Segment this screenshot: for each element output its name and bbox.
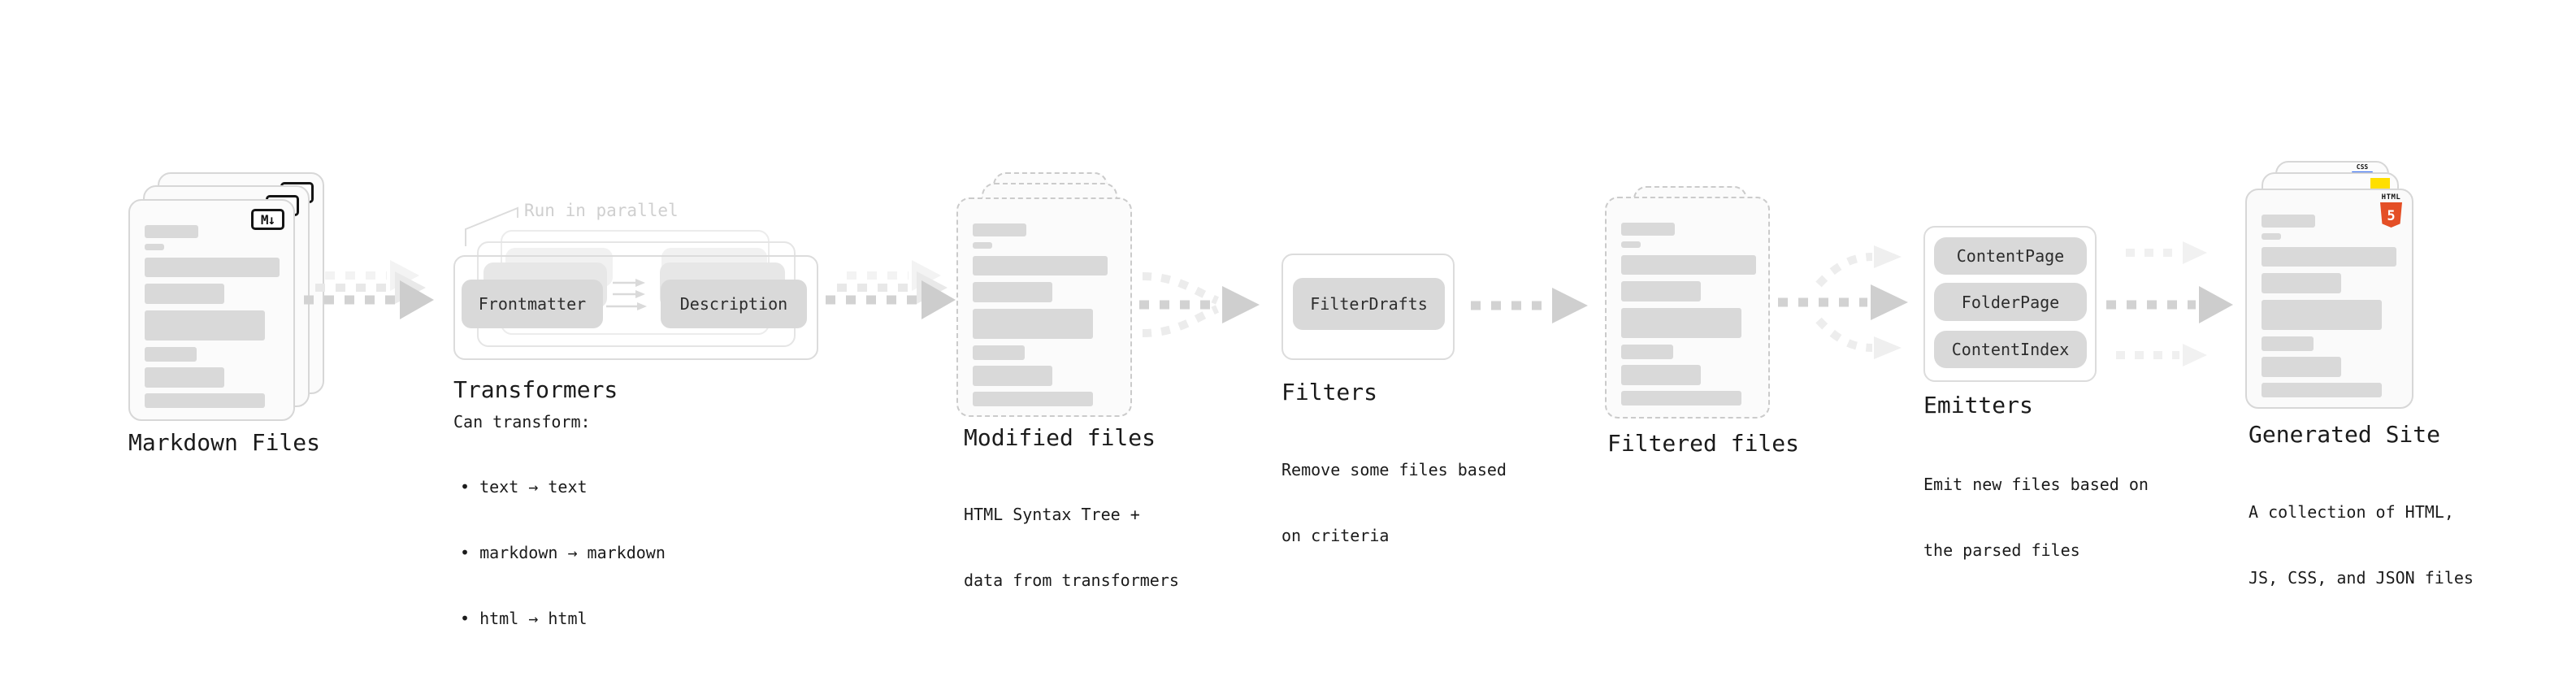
- caption-line: JS, CSS, and JSON files: [2249, 568, 2474, 588]
- flow-arrow-transformers-to-modified: [826, 260, 956, 319]
- text-line-bar: [1621, 223, 1675, 236]
- text-line-bar: [2262, 247, 2396, 267]
- text-line-bar: [2262, 273, 2341, 293]
- text-line-bar: [2262, 215, 2315, 228]
- text-line-bar: [973, 309, 1093, 339]
- text-line-bar: [145, 367, 224, 388]
- text-line-bar: [145, 284, 224, 304]
- text-line-bar: [1621, 255, 1756, 275]
- text-line-bar: [973, 282, 1052, 302]
- modified-files-caption: HTML Syntax Tree + data from transformer…: [964, 460, 1179, 635]
- html5-icon-number: 5: [2387, 207, 2396, 224]
- annotation-leader-line: [465, 206, 518, 246]
- text-line-bar: [973, 223, 1026, 236]
- text-line-bar: [145, 225, 198, 238]
- doc-content-bars: [1607, 223, 1768, 406]
- flow-arrow-emitters-to-generated: [2106, 241, 2233, 367]
- flow-arrow-filtered-to-emitters: [1778, 245, 1908, 359]
- markdown-icon: M↓: [251, 209, 284, 230]
- css-icon-label: CSS: [2356, 163, 2369, 171]
- modified-file-card-front: [956, 197, 1132, 417]
- filter-chip-filterdrafts: FilterDrafts: [1293, 278, 1445, 330]
- text-line-bar: [145, 258, 280, 277]
- emitter-chip-folderpage: FolderPage: [1934, 283, 2087, 321]
- flow-arrow-filters-to-filtered: [1471, 288, 1588, 323]
- transform-step-arrows: [606, 279, 647, 310]
- text-line-bar: [2262, 357, 2341, 377]
- transformer-box-front: [453, 255, 818, 360]
- filtered-file-card-front: [1605, 197, 1770, 419]
- text-line-bar: [145, 244, 164, 250]
- text-line-bar: [1621, 241, 1641, 248]
- transformers-bullet-list: • text → text • markdown → markdown • ht…: [460, 432, 666, 674]
- bullet-item: • html → html: [460, 609, 588, 628]
- emitter-chip-contentindex: ContentIndex: [1934, 331, 2087, 368]
- text-line-bar: [145, 310, 265, 340]
- text-line-bar: [973, 392, 1093, 406]
- text-line-bar: [1621, 281, 1701, 301]
- text-line-bar: [973, 242, 992, 249]
- modified-files-title: Modified files: [964, 424, 1156, 451]
- filtered-files-title: Filtered files: [1607, 430, 1800, 457]
- text-line-bar: [973, 256, 1108, 275]
- bullet-item: • text → text: [460, 477, 588, 497]
- generated-file-card-html: HTML 5: [2245, 189, 2413, 409]
- caption-line: the parsed files: [1923, 540, 2080, 560]
- text-line-bar: [1621, 345, 1673, 359]
- html5-icon: HTML 5: [2380, 193, 2402, 228]
- text-line-bar: [2262, 383, 2382, 397]
- run-in-parallel-note: Run in parallel: [524, 201, 679, 220]
- generated-site-caption: A collection of HTML, JS, CSS, and JSON …: [2249, 458, 2474, 633]
- bullet-item: • markdown → markdown: [460, 543, 666, 562]
- transformer-chip-description: Description: [661, 280, 807, 328]
- doc-content-bars: [130, 225, 293, 408]
- html5-icon-label: HTML: [2381, 193, 2401, 202]
- caption-line: HTML Syntax Tree +: [964, 505, 1140, 524]
- transformer-chip-frontmatter: Frontmatter: [462, 280, 603, 328]
- caption-line: data from transformers: [964, 570, 1179, 590]
- text-line-bar: [145, 347, 197, 362]
- doc-content-bars: [2247, 215, 2412, 397]
- html5-icon-shield: 5: [2380, 202, 2402, 228]
- js-icon: [2370, 178, 2390, 190]
- transformers-title: Transformers: [453, 376, 618, 403]
- transformers-caption-title: Can transform:: [453, 412, 591, 432]
- text-line-bar: [2262, 336, 2314, 351]
- caption-line: A collection of HTML,: [2249, 502, 2454, 522]
- emitters-title: Emitters: [1923, 392, 2033, 419]
- emitters-caption: Emit new files based on the parsed files: [1923, 430, 2149, 605]
- flow-arrow-markdown-to-transformers: [304, 260, 434, 319]
- caption-line: Remove some files based: [1281, 460, 1507, 479]
- text-line-bar: [1621, 365, 1701, 385]
- generated-site-title: Generated Site: [2249, 421, 2441, 448]
- text-line-bar: [1621, 308, 1741, 338]
- markdown-files-title: Markdown Files: [128, 429, 321, 456]
- caption-line: Emit new files based on: [1923, 475, 2149, 494]
- caption-line: on criteria: [1281, 526, 1390, 545]
- doc-content-bars: [958, 223, 1130, 406]
- flow-arrow-modified-to-filters: [1139, 272, 1260, 337]
- text-line-bar: [2262, 300, 2382, 330]
- filters-title: Filters: [1281, 379, 1378, 406]
- text-line-bar: [973, 366, 1052, 386]
- filters-caption: Remove some files based on criteria: [1281, 415, 1507, 591]
- markdown-file-card-front: M↓: [128, 199, 295, 421]
- text-line-bar: [145, 393, 265, 408]
- markdown-icon-label: M↓: [260, 211, 275, 228]
- text-line-bar: [2262, 233, 2281, 240]
- emitter-chip-contentpage: ContentPage: [1934, 237, 2087, 275]
- text-line-bar: [973, 345, 1025, 360]
- text-line-bar: [1621, 391, 1741, 406]
